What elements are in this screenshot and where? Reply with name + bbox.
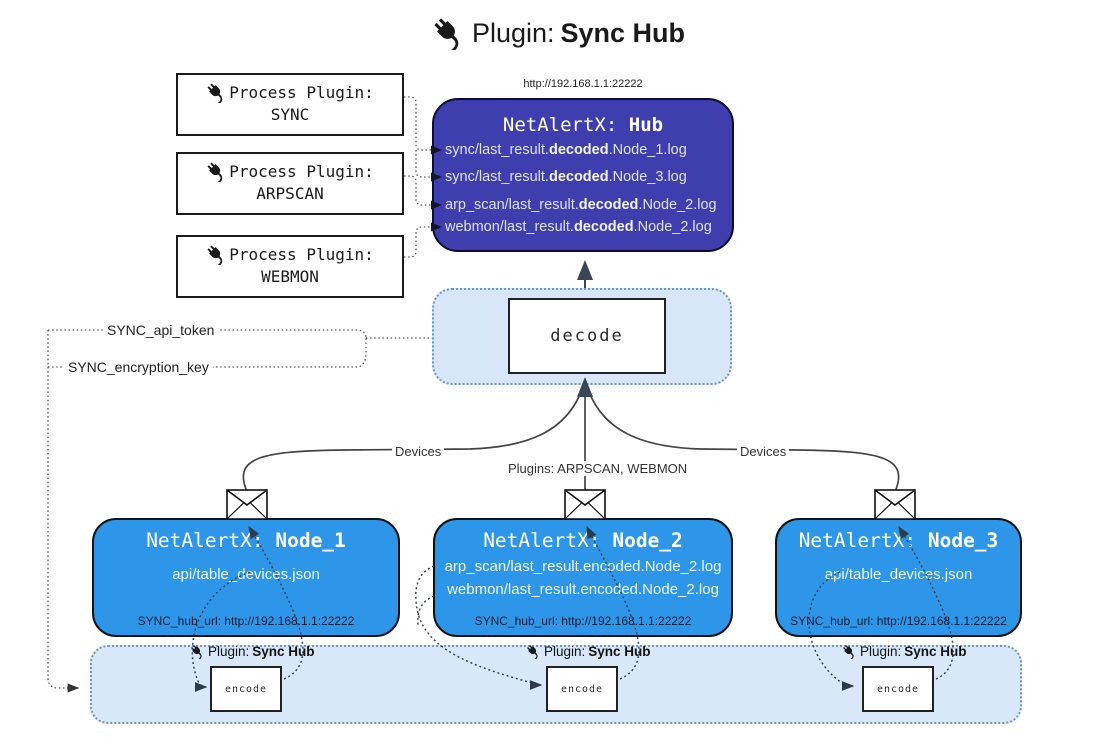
page-title: Plugin: Sync Hub xyxy=(0,16,1117,50)
devices-label-left: Devices xyxy=(392,444,445,459)
encoder-plugin-label-1: Plugin: Sync Hub xyxy=(190,644,315,659)
node-3-box: NetAlertX: Node_3 api/table_devices.json… xyxy=(775,518,1022,637)
hub-log-line: webmon/last_result.decoded.Node_2.log xyxy=(445,219,712,235)
process-plugin-label: Process Plugin: xyxy=(229,162,374,181)
encoder-plugin-label-3: Plugin: Sync Hub xyxy=(842,644,967,659)
plug-icon xyxy=(190,644,205,659)
hub-url-label: http://192.168.1.1:22222 xyxy=(523,78,643,90)
plug-icon xyxy=(206,82,227,103)
node-title: NetAlertX: Node_1 xyxy=(146,529,346,552)
decode-box: decode xyxy=(508,298,666,374)
node-1-box: NetAlertX: Node_1 api/table_devices.json… xyxy=(92,518,400,637)
process-plugin-sync-box: Process Plugin: SYNC xyxy=(176,73,404,136)
node-hub-url: SYNC_hub_url: http://192.168.1.1:22222 xyxy=(137,614,355,628)
process-plugin-arpscan-box: Process Plugin: ARPSCAN xyxy=(176,152,404,215)
plugins-label-center: Plugins: ARPSCAN, WEBMON xyxy=(505,461,691,476)
hub-log-line: sync/last_result.decoded.Node_3.log xyxy=(445,169,687,185)
sync-encryption-key-label: SYNC_encryption_key xyxy=(64,359,213,375)
hub-box: NetAlertX: Hub sync/last_result.decoded.… xyxy=(432,98,734,252)
node-title: NetAlertX: Node_3 xyxy=(798,529,999,552)
plug-icon xyxy=(842,644,857,659)
process-plugin-name: WEBMON xyxy=(261,267,319,286)
encode-box-1: encode xyxy=(210,666,282,712)
encode-box-2: encode xyxy=(546,666,618,712)
process-plugin-name: ARPSCAN xyxy=(256,184,324,203)
plug-icon xyxy=(526,644,541,659)
hub-log-line: arp_scan/last_result.decoded.Node_2.log xyxy=(445,197,717,213)
process-plugin-label: Process Plugin: xyxy=(229,245,374,264)
node-2-box: NetAlertX: Node_2 arp_scan/last_result.e… xyxy=(433,518,733,637)
process-plugin-webmon-box: Process Plugin: WEBMON xyxy=(176,235,404,298)
encoder-plugin-label-2: Plugin: Sync Hub xyxy=(526,644,651,659)
plug-icon xyxy=(432,16,466,50)
sync-api-token-label: SYNC_api_token xyxy=(103,322,219,338)
node-title: NetAlertX: Node_2 xyxy=(483,529,683,552)
node-hub-url: SYNC_hub_url: http://192.168.1.1:22222 xyxy=(474,614,692,628)
plug-icon xyxy=(206,161,227,182)
node-hub-url: SYNC_hub_url: http://192.168.1.1:22222 xyxy=(790,614,1007,628)
title-name: Sync Hub xyxy=(560,17,686,48)
encode-box-3: encode xyxy=(862,666,934,712)
plug-icon xyxy=(206,244,227,265)
process-plugin-label: Process Plugin: xyxy=(229,83,374,102)
node-file: webmon/last_result.encoded.Node_2.log xyxy=(447,581,719,598)
title-prefix: Plugin: xyxy=(471,17,555,48)
process-plugin-name: SYNC xyxy=(270,105,310,124)
node-file: api/table_devices.json xyxy=(824,566,973,583)
hub-log-line: sync/last_result.decoded.Node_1.log xyxy=(445,142,687,158)
node-file: api/table_devices.json xyxy=(172,566,320,583)
node-file: arp_scan/last_result.encoded.Node_2.log xyxy=(444,558,722,575)
hub-title: NetAlertX: Hub xyxy=(502,114,664,136)
devices-label-right: Devices xyxy=(737,444,790,459)
